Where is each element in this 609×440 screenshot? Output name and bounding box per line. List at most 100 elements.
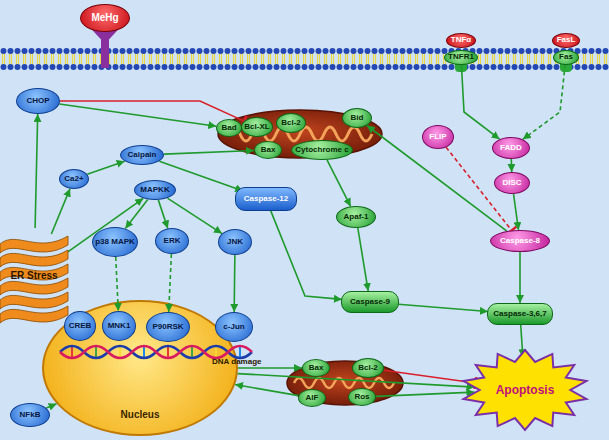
ligand-ellipse: FasL: [552, 33, 580, 48]
activation-connector: [35, 114, 38, 228]
node-text: Cytochrome c: [295, 146, 348, 154]
outcome-star: Apoptosis: [460, 348, 590, 432]
node-text: Calpain: [128, 151, 157, 159]
node-text: CHOP: [26, 97, 49, 105]
node-text: JNK: [227, 238, 243, 246]
er-cisterna: [0, 250, 68, 267]
protein-ellipse: p38 MAPK: [92, 227, 138, 257]
annotation-label: DNA damage: [212, 357, 262, 366]
node-text: p38 MAPK: [95, 238, 135, 246]
protein-ellipse: DISC: [494, 172, 530, 194]
er-cisterna: [0, 264, 68, 281]
node-text: Apaf-1: [344, 213, 369, 221]
activation-connector: [164, 151, 254, 155]
node-text: P90RSK: [152, 323, 183, 331]
node-text: DISC: [502, 179, 521, 187]
node-text: FLIP: [429, 133, 446, 141]
protein-ellipse: P90RSK: [146, 312, 190, 342]
activation-connector: [238, 367, 302, 369]
dna-rung: [239, 345, 241, 359]
protein-ellipse: AIF: [298, 389, 326, 407]
protein-ellipse: FLIP: [422, 125, 454, 149]
activation-connector: [271, 211, 342, 300]
protein-ellipse: Bcl-XL: [241, 117, 273, 137]
protein-ellipse: NFkB: [10, 403, 50, 427]
node-text: Nucleus: [121, 410, 160, 421]
protein-ellipse: Apaf-1: [336, 206, 376, 228]
activation-connector: [511, 159, 513, 172]
er-organelle: ER Stress: [0, 228, 70, 324]
protein-ellipse: Bcl-2: [352, 358, 384, 378]
node-text: Bax: [309, 364, 324, 372]
er-cisterna: [0, 306, 68, 323]
node-text: Ca2+: [64, 175, 83, 183]
activation-connector: [358, 228, 368, 291]
ligand-ellipse: MeHg: [80, 4, 130, 32]
activation-connector: [461, 64, 499, 139]
protein-ellipse: FADD: [492, 137, 530, 159]
node-text: MAPKK: [140, 186, 169, 194]
activation-connector: [376, 392, 474, 396]
caspase-box: Caspase-9: [341, 291, 399, 313]
node-text: CREB: [69, 322, 92, 330]
protein-ellipse: Ros: [348, 388, 376, 406]
cell-membrane: [0, 48, 609, 70]
activation-connector: [233, 255, 235, 312]
node-text: Bid: [351, 114, 364, 122]
node-text: AIF: [306, 394, 319, 402]
protein-ellipse: Bax: [254, 141, 282, 159]
caspase-box: Caspase-3,6,7: [487, 303, 553, 325]
node-text: Caspase-9: [350, 298, 390, 306]
activation-connector: [46, 404, 56, 408]
protein-ellipse: Bcl-2: [276, 113, 306, 133]
protein-ellipse: Ca2+: [59, 169, 89, 189]
activation-connector: [514, 194, 519, 230]
protein-ellipse: MAPKK: [134, 180, 176, 200]
er-cisterna: [0, 292, 68, 309]
protein-ellipse: MNK1: [102, 311, 136, 341]
node-text: FADD: [500, 144, 522, 152]
protein-ellipse: Bad: [216, 119, 242, 137]
caspase-box: Caspase-12: [235, 187, 297, 211]
activation-connector: [327, 160, 351, 207]
activation-connector: [523, 64, 565, 139]
node-text: TNFR1: [448, 53, 474, 61]
star-outline: [464, 350, 587, 430]
protein-ellipse: ERK: [155, 228, 189, 254]
protein-ellipse: CREB: [64, 311, 96, 341]
protein-ellipse: Bax: [302, 359, 330, 377]
activation-connector: [87, 161, 124, 174]
activation-connector: [66, 198, 144, 253]
node-text: Caspase-12: [244, 195, 288, 203]
node-text: Apoptosis: [496, 384, 555, 397]
protein-ellipse: Cytochrome c: [291, 140, 353, 160]
activation-connector: [235, 385, 298, 396]
node-text: Bax: [261, 146, 276, 154]
er-cisterna: [0, 236, 68, 253]
node-text: MeHg: [91, 13, 118, 24]
node-text: MNK1: [108, 322, 131, 330]
activation-connector: [519, 252, 521, 303]
activation-connector: [238, 374, 475, 388]
node-text: TNFα: [451, 36, 471, 44]
node-text: Ros: [354, 393, 369, 401]
activation-connector: [158, 200, 168, 229]
ligand-ellipse: TNFα: [446, 33, 476, 48]
node-text: Caspase-8: [500, 237, 540, 245]
protein-ellipse: CHOP: [16, 88, 60, 114]
node-text: Bcl-2: [358, 364, 378, 372]
node-text: c-Jun: [223, 323, 244, 331]
activation-connector: [51, 189, 70, 234]
protein-ellipse: Calpain: [120, 145, 164, 165]
protein-ellipse: TNFR1: [444, 50, 478, 65]
activation-connector: [59, 104, 216, 126]
activation-connector: [125, 199, 147, 228]
node-text: Bad: [221, 124, 236, 132]
node-text: Bcl-2: [281, 119, 301, 127]
protein-ellipse: Bid: [342, 108, 372, 128]
protein-ellipse: Fas: [553, 50, 579, 65]
activation-connector: [398, 304, 488, 311]
node-text: ER Stress: [10, 271, 57, 282]
activation-connector: [367, 125, 507, 231]
